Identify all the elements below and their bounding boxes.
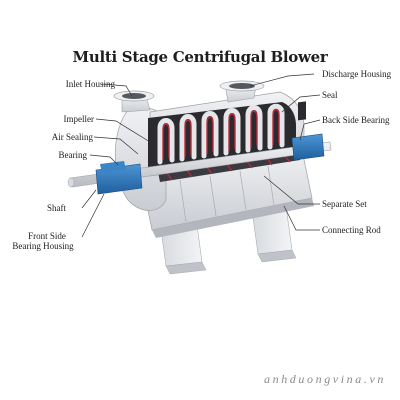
label-discharge-housing: Discharge Housing [322,69,392,79]
label-back-side-bearing: Back Side Bearing [322,115,390,125]
label-front-side-bearing-housing-1: Front Side [28,231,66,241]
label-bearing: Bearing [58,150,88,160]
diagram-title: Multi Stage Centrifugal Blower [72,48,328,66]
label-connecting-rod: Connecting Rod [322,225,381,235]
watermark: anhduongvina.vn [264,372,386,386]
label-shaft: Shaft [47,203,66,213]
label-air-sealing: Air Sealing [51,132,93,142]
label-front-side-bearing-housing-2: Bearing Housing [12,241,74,251]
label-inlet-housing: Inlet Housing [65,79,115,89]
front-bearing-housing [95,161,143,195]
back-bearing-housing [291,101,325,161]
label-separate-set: Separate Set [322,199,367,209]
label-seal: Seal [322,90,338,100]
leader-lines [81,73,321,238]
impeller-stages [157,103,285,165]
label-impeller: Impeller [63,114,95,124]
